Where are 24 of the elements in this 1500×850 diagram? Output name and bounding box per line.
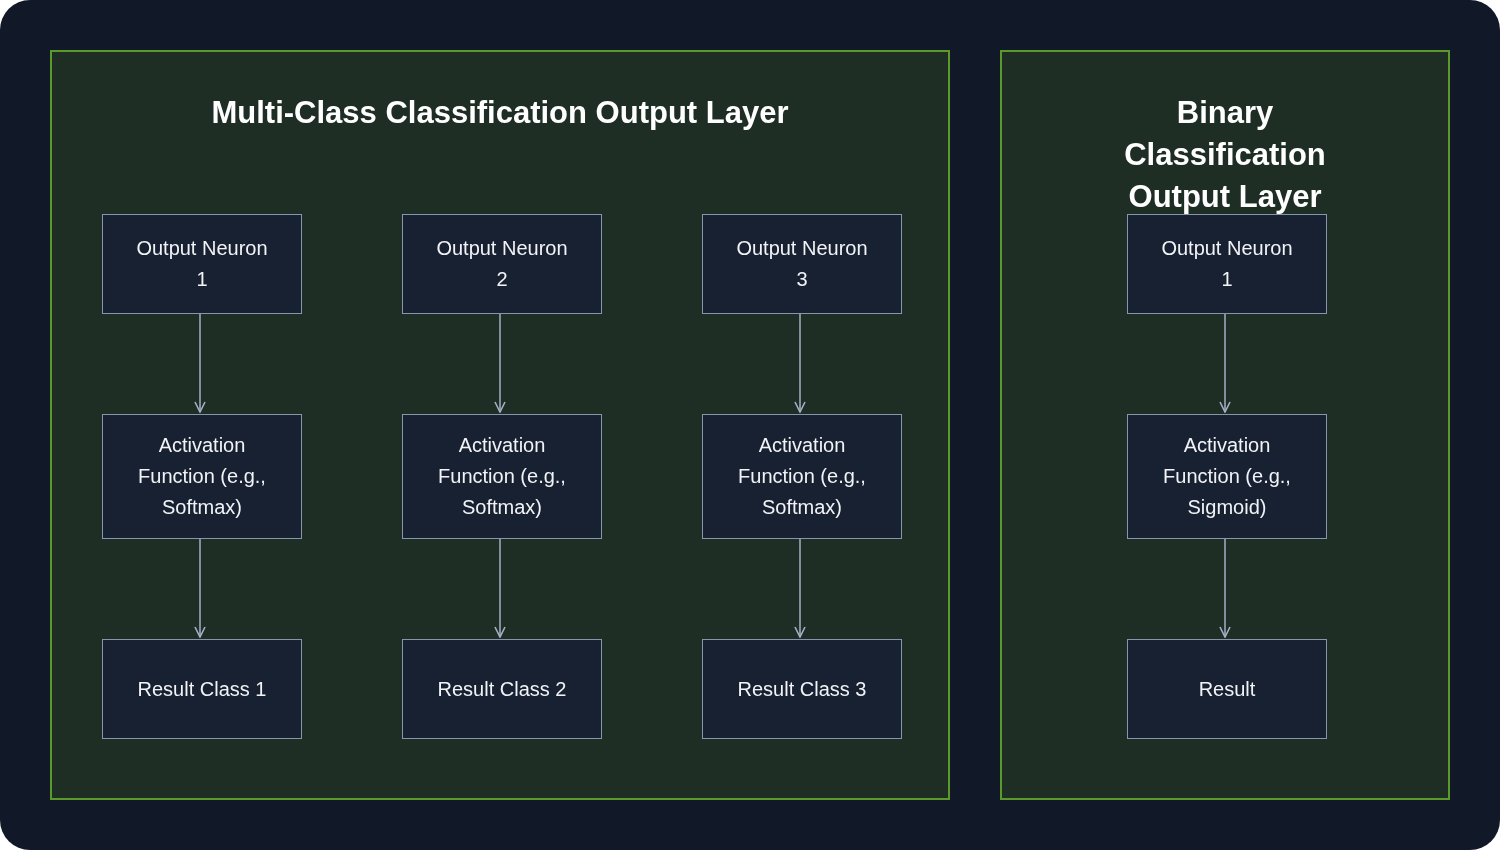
process-box: Activation Function (e.g., Softmax) — [402, 414, 602, 539]
panel-title: Multi-Class Classification Output Layer — [210, 94, 790, 132]
group-panel — [1000, 50, 1450, 800]
panel-title: Binary Classification Output Layer — [1123, 94, 1327, 216]
arrow — [494, 536, 506, 638]
arrow — [194, 536, 206, 638]
process-box: Output Neuron 1 — [102, 214, 302, 314]
group-panel — [50, 50, 950, 800]
arrow — [794, 536, 806, 638]
process-box: Activation Function (e.g., Sigmoid) — [1127, 414, 1327, 539]
process-box: Output Neuron 1 — [1127, 214, 1327, 314]
process-box: Result Class 2 — [402, 639, 602, 739]
arrow — [1219, 536, 1231, 638]
process-box: Result Class 3 — [702, 639, 902, 739]
arrow — [194, 311, 206, 413]
process-box: Output Neuron 2 — [402, 214, 602, 314]
process-box: Result Class 1 — [102, 639, 302, 739]
process-box: Result — [1127, 639, 1327, 739]
process-box: Activation Function (e.g., Softmax) — [702, 414, 902, 539]
process-box: Output Neuron 3 — [702, 214, 902, 314]
arrow — [494, 311, 506, 413]
arrow — [794, 311, 806, 413]
process-box: Activation Function (e.g., Softmax) — [102, 414, 302, 539]
arrow — [1219, 311, 1231, 413]
